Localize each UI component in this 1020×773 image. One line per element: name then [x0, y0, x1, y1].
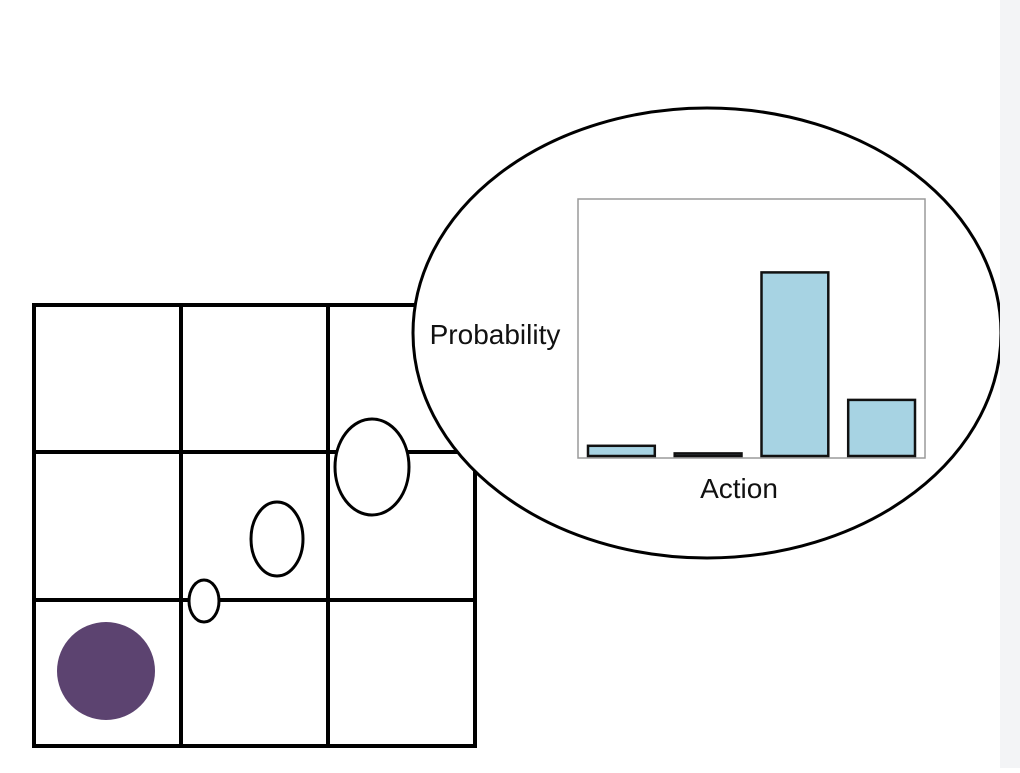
agent-circle [57, 622, 155, 720]
x-axis-label: Action [700, 473, 778, 504]
bar-action-2 [673, 452, 743, 458]
thought-bubble-small [187, 578, 221, 624]
bar-action-1 [586, 444, 657, 458]
bar-action-4 [846, 398, 917, 458]
plot-frame [577, 198, 926, 459]
thought-bubble-large [333, 417, 411, 517]
bar-group [586, 271, 917, 458]
grid-border [32, 303, 477, 748]
diagram-canvas: Probability Action [32, 106, 1003, 748]
thought-bubble-trail [187, 417, 411, 624]
bar-action-3 [760, 271, 830, 458]
right-edge-strip [1000, 0, 1020, 768]
thought-bubble-medium [249, 500, 305, 578]
y-axis-label: Probability [430, 319, 561, 350]
policy-chart: Probability Action [430, 198, 926, 504]
diagram-svg: Probability Action [32, 106, 1003, 748]
